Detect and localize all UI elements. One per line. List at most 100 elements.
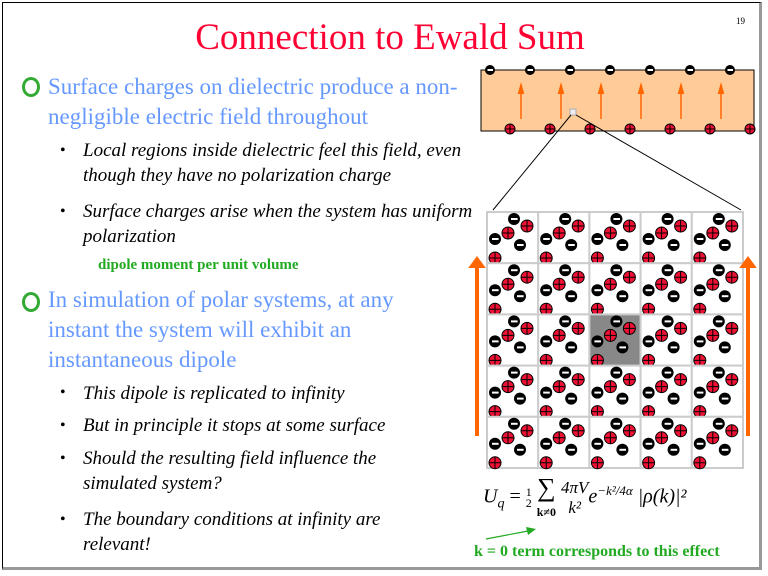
- plus-sign: [540, 252, 553, 264]
- plus-sign: [623, 271, 636, 284]
- plus-sign: [745, 124, 755, 134]
- eq-rho: |ρ(k)|²: [637, 485, 687, 508]
- plus-sign: [604, 380, 617, 393]
- bullet-dot-icon: •: [60, 203, 66, 220]
- plus-sign: [655, 329, 668, 342]
- plus-sign: [674, 220, 687, 232]
- plus-sign: [521, 373, 533, 386]
- plus-sign: [655, 431, 668, 444]
- bullet-dot-icon: •: [60, 142, 66, 159]
- plus-sign: [502, 227, 514, 239]
- plus-sign: [521, 271, 533, 284]
- plus-sign: [572, 373, 585, 386]
- plus-sign: [553, 278, 566, 291]
- plus-sign: [623, 373, 636, 386]
- plus-sign: [604, 227, 617, 239]
- plus-sign: [693, 354, 706, 367]
- slide-frame: [2, 2, 762, 570]
- arrowhead-icon: [557, 82, 565, 94]
- arrowhead-icon: [468, 256, 486, 268]
- eq-sub: q: [497, 496, 505, 512]
- plus-sign: [655, 278, 668, 291]
- plus-sign: [540, 354, 553, 367]
- sub-bullet: Local regions inside dielectric feel thi…: [83, 140, 462, 186]
- eq-sum-sub: k≠0: [536, 505, 556, 519]
- plus-sign: [642, 456, 655, 469]
- bullet-circle-icon: [22, 77, 40, 97]
- plus-sign: [553, 227, 566, 239]
- eq-frac-den: k²: [568, 498, 582, 517]
- plus-sign: [502, 431, 514, 444]
- arrowhead-icon: [637, 82, 645, 94]
- plus-sign: [505, 124, 515, 134]
- plus-sign: [706, 227, 719, 239]
- bullet-dot-icon: •: [60, 511, 66, 528]
- sub-bullet: Should the resulting field influence the…: [83, 448, 377, 494]
- plus-sign: [674, 322, 687, 335]
- plus-sign: [706, 278, 719, 291]
- sub-bullet: Surface charges arise when the system ha…: [83, 201, 473, 247]
- note-text: dipole moment per unit volume: [98, 257, 299, 273]
- plus-sign: [693, 456, 706, 469]
- arrowhead-icon: [597, 82, 605, 94]
- plus-sign: [489, 456, 501, 469]
- zoom-line: [492, 114, 572, 211]
- bullet-1: Surface charges on dielectric produce a …: [48, 74, 458, 129]
- plus-sign: [553, 431, 566, 444]
- plus-sign: [623, 220, 636, 232]
- plus-sign: [625, 124, 635, 134]
- eq-half-den: 2: [525, 496, 532, 510]
- arrowhead-icon: [517, 82, 525, 94]
- dielectric-slab: [480, 69, 755, 132]
- eq-sum: ∑k≠0: [536, 473, 556, 520]
- plus-sign: [674, 373, 687, 386]
- plus-sign: [553, 329, 566, 342]
- plus-sign: [705, 124, 715, 134]
- plus-sign: [540, 303, 553, 316]
- arrowhead-icon: [526, 527, 536, 535]
- bullet-dot-icon: •: [60, 384, 66, 401]
- plus-sign: [725, 271, 738, 284]
- sub-bullet: But in principle it stops at some surfac…: [83, 415, 386, 436]
- bullet-dot-icon: •: [60, 450, 66, 467]
- plus-sign: [693, 405, 706, 418]
- slide-title: Connection to Ewald Sum: [195, 17, 585, 58]
- sub-bullet: This dipole is replicated to infinity: [83, 383, 345, 404]
- zoom-line: [575, 114, 742, 211]
- plus-sign: [591, 456, 604, 469]
- plus-sign: [489, 405, 501, 418]
- arrowhead-icon: [677, 82, 685, 94]
- plus-sign: [540, 456, 553, 469]
- page-number: 19: [736, 16, 745, 26]
- plus-sign: [642, 252, 655, 264]
- plus-sign: [642, 303, 655, 316]
- plus-sign: [642, 354, 655, 367]
- plus-sign: [674, 271, 687, 284]
- plus-sign: [604, 431, 617, 444]
- plus-sign: [489, 354, 501, 367]
- arrowhead-icon: [717, 82, 725, 94]
- eq-frac-num: 4πV: [561, 478, 589, 497]
- plus-sign: [604, 278, 617, 291]
- plus-sign: [725, 220, 738, 232]
- plus-sign: [642, 405, 655, 418]
- plus-sign: [489, 303, 501, 316]
- arrowhead-icon: [739, 256, 757, 268]
- plus-sign: [725, 373, 738, 386]
- plus-sign: [665, 124, 675, 134]
- eq-exp-sup: −k²/4α: [597, 482, 633, 498]
- plus-sign: [674, 424, 687, 437]
- plus-sign: [725, 424, 738, 437]
- plus-sign: [572, 322, 585, 335]
- plus-sign: [604, 329, 617, 342]
- plus-sign: [502, 329, 514, 342]
- plus-sign: [706, 431, 719, 444]
- plus-sign: [591, 405, 604, 418]
- eq-u: U: [483, 485, 498, 508]
- plus-sign: [585, 124, 595, 134]
- plus-sign: [706, 380, 719, 393]
